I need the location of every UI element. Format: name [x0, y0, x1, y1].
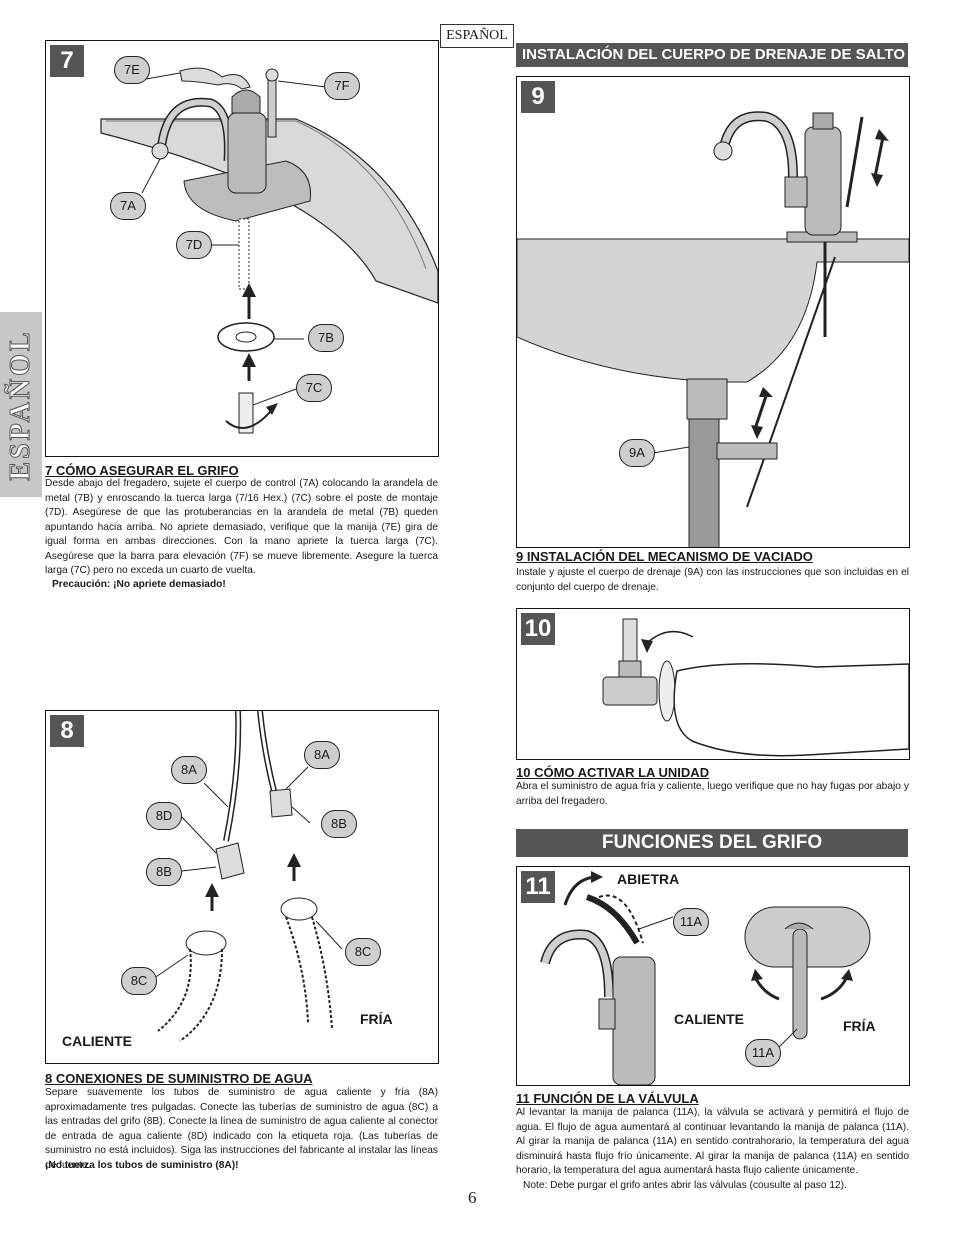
step11-number: 11 [521, 871, 555, 903]
step11-illustration [540, 871, 871, 1085]
side-language-tab: ESPAÑOL [0, 312, 42, 497]
callout-11a-top: 11A [673, 908, 709, 936]
step8-warning: ¡No tuerza los tubos de suministro (8A)! [45, 1160, 239, 1171]
step8-number: 8 [50, 715, 84, 747]
functions-banner: FUNCIONES DEL GRIFO [516, 829, 908, 857]
step7-caution: Precaución: ¡No apriete demasiado! [52, 579, 226, 590]
callout-7a: 7A [110, 192, 146, 220]
callout-9a: 9A [619, 439, 655, 467]
callout-7e: 7E [114, 56, 150, 84]
callout-7d: 7D [176, 231, 212, 259]
step7-illustration [100, 67, 438, 434]
page-number: 6 [468, 1188, 477, 1207]
step10-panel: 10 [516, 608, 910, 760]
callout-8a-right: 8A [304, 741, 340, 769]
step11-note: Note: Debe purgar el grifo antes abrir l… [523, 1180, 847, 1191]
step8-panel: 8 8A 8A 8D 8B 8B 8C 8C FRÍA CALIENTE [45, 710, 439, 1064]
callout-8d: 8D [146, 802, 182, 830]
side-tab-label: ESPAÑOL [5, 328, 37, 481]
step10-body: Abra el suministro de agua fría y calien… [516, 781, 909, 807]
step8-body: Separe suavemente los tubos de suministr… [45, 1087, 438, 1171]
drain-banner: INSTALACIÓN DEL CUERPO DE DRENAJE DE SAL… [516, 43, 908, 67]
step11-open-label: ABIETRA [617, 871, 680, 887]
step7-number: 7 [50, 45, 84, 77]
step11-panel: 11 ABIETRA 11A CALIENTE FRÍA 11A [516, 866, 910, 1086]
callout-8a-left: 8A [171, 756, 207, 784]
callout-8c-left: 8C [121, 967, 157, 995]
callout-11a-bottom: 11A [745, 1039, 781, 1067]
callout-7b: 7B [308, 324, 344, 352]
step10-illustration [602, 618, 909, 757]
step8-illustration [149, 711, 343, 1042]
callout-8b-left: 8B [146, 858, 182, 886]
step7-panel: 7 7E 7F [45, 40, 439, 457]
step9-heading: 9 INSTALACIÓN DEL MECANISMO DE VACIADO [516, 549, 813, 564]
step8-hot-label: CALIENTE [62, 1033, 132, 1049]
step10-number: 10 [521, 613, 555, 645]
step8-cold-label: FRÍA [360, 1011, 393, 1027]
step9-illustration [517, 111, 909, 547]
step11-hot-label: CALIENTE [674, 1011, 744, 1027]
step9-panel: 9 9A [516, 76, 910, 548]
step11-heading: 11 FUNCIÓN DE LA VÁLVULA [516, 1091, 699, 1106]
step11-cold-label: FRÍA [843, 1018, 876, 1034]
language-tag: ESPAÑOL [440, 24, 514, 48]
callout-8b-right: 8B [321, 810, 357, 838]
step7-heading: 7 CÓMO ASEGURAR EL GRIFO [45, 463, 239, 478]
step9-body: Instale y ajuste el cuerpo de drenaje (9… [516, 567, 909, 593]
step7-body: Desde abajo del fregadero, sujete el cue… [45, 478, 438, 576]
callout-7f: 7F [324, 72, 360, 100]
callout-7c: 7C [296, 374, 332, 402]
step9-number: 9 [521, 81, 555, 113]
callout-8c-right: 8C [345, 938, 381, 966]
step11-body: Al levantar la manija de palanca (11A), … [516, 1107, 909, 1176]
step8-heading: 8 CONEXIONES DE SUMINISTRO DE AGUA [45, 1071, 313, 1086]
step10-heading: 10 CÓMO ACTIVAR LA UNIDAD [516, 765, 710, 780]
